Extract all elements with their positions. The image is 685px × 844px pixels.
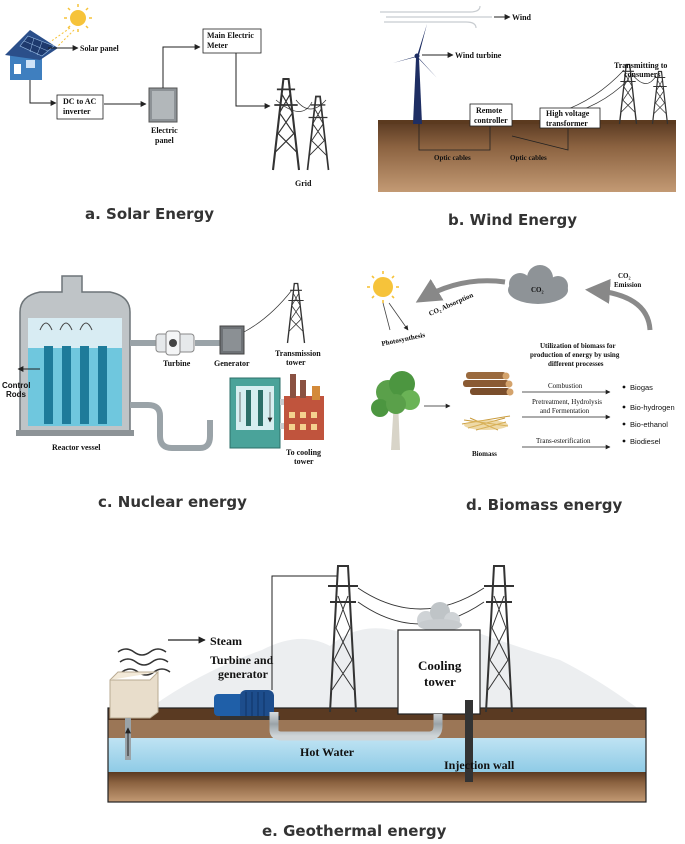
meter-label-2: Meter (207, 41, 228, 50)
product-biodiesel: Biodiesel (630, 437, 661, 446)
transmitting-label-1: Transmitting to (614, 61, 667, 70)
transformer-box (539, 107, 601, 129)
wind-caption: b. Wind Energy (448, 211, 577, 229)
remote-label-1: Remote (476, 106, 503, 115)
injection-well-icon (465, 700, 473, 782)
wind-turbine-icon (393, 24, 437, 124)
solar-panel-label: Solar panel (80, 44, 120, 53)
wind-ground (378, 122, 676, 192)
photosynthesis-label: Photosynthesis (381, 331, 426, 348)
steam-label: Steam (210, 634, 242, 648)
pretreatment-label-2: and Fermentation (540, 407, 590, 415)
pretreatment-label-1: Pretreatment, Hydrolysis (532, 398, 602, 406)
meter-box (202, 28, 262, 54)
geothermal-caption: e. Geothermal energy (262, 822, 447, 840)
control-rods-label-1: Control (2, 381, 30, 390)
wind-gust-icon (380, 5, 492, 29)
transmitting-label-2: consumers (624, 70, 660, 79)
trans-esterification-label: Trans-esterification (536, 437, 591, 445)
cooling-tower-label-2: tower (294, 457, 314, 466)
biomass-products-list: Biogas Bio-hydrogen Bio-ethanol Biodiese… (622, 383, 675, 446)
product-bio-ethanol: Bio-ethanol (630, 420, 668, 429)
geo-hot-water-layer (108, 738, 646, 772)
turbine-generator-icon (214, 690, 280, 720)
meter-label-1: Main Electric (207, 31, 254, 40)
injection-wall-label: Injection wall (444, 758, 515, 772)
transformer-label-1: High voltage (546, 109, 590, 118)
geothermal-section: Steam Turbine and generator (107, 565, 647, 840)
remote-label-2: controller (474, 116, 508, 125)
transmission-tower-label-1: Transmission (275, 349, 321, 358)
factory-icon (284, 374, 324, 440)
wind-label: Wind (512, 13, 532, 22)
transmission-tower-label-2: tower (286, 358, 306, 367)
steam-wave-icon (117, 648, 171, 676)
straw-icon (461, 415, 511, 431)
inverter-label-2: inverter (63, 107, 91, 116)
wellhead-box-icon (109, 670, 159, 719)
geo-steam-cloud-icon (417, 602, 462, 631)
heat-exchanger-icon (229, 377, 281, 449)
control-rods-label-2: Rods (6, 390, 27, 399)
wind-section: Wind Wind turbine Transmitting to consum… (378, 5, 676, 229)
reactor-vessel-label: Reactor vessel (52, 443, 101, 452)
turbine-icon (155, 330, 195, 356)
biomass-label: Biomass (472, 450, 497, 458)
grid-label: Grid (295, 179, 312, 188)
logs-icon (463, 372, 514, 396)
utilization-label-3: different processes (548, 360, 604, 368)
geo-tower-right-icon (484, 565, 514, 713)
cooling-tower-label-1: To cooling (286, 448, 321, 457)
utilization-label-2: production of energy by using (530, 351, 620, 359)
nuclear-caption: c. Nuclear energy (98, 493, 247, 511)
nuclear-transmission-tower-icon (243, 282, 306, 344)
turbine-generator-label-2: generator (218, 667, 269, 681)
generator-icon (219, 325, 245, 355)
remote-box (469, 103, 513, 127)
combustion-label: Combustion (548, 382, 583, 390)
optic-cables-label-1: Optic cables (434, 154, 471, 162)
nuclear-section: Control Rods Reactor vessel Turbine Gene… (2, 275, 324, 511)
cooling-tower-label-1: Cooling (418, 658, 462, 673)
utilization-label-1: Utilization of biomass for (540, 342, 616, 350)
house-icon (5, 30, 58, 80)
turbine-generator-label-1: Turbine and (210, 653, 274, 667)
electric-panel-label-2: panel (155, 136, 174, 145)
grid-towers-icon (271, 77, 330, 172)
inverter-label-1: DC to AC (63, 97, 97, 106)
co2-cloud-label: CO₂ (531, 286, 544, 294)
biomass-sun-icon (367, 271, 399, 303)
tree-icon (371, 371, 420, 450)
product-bio-hydrogen: Bio-hydrogen (630, 403, 675, 412)
generator-label: Generator (214, 359, 250, 368)
product-biogas: Biogas (630, 383, 653, 392)
geo-tower-left-icon (328, 565, 358, 713)
solar-caption: a. Solar Energy (85, 205, 214, 223)
transformer-label-2: transformer (546, 119, 588, 128)
optic-cables-label-2: Optic cables (510, 154, 547, 162)
co2-cloud-icon (508, 265, 568, 304)
hot-water-label: Hot Water (300, 745, 355, 759)
co2-emission-label-1: CO₂ (618, 272, 631, 280)
biomass-caption: d. Biomass energy (466, 496, 623, 514)
electric-panel-icon (148, 87, 178, 123)
sun-icon (49, 4, 92, 47)
cooling-tower-label-2: tower (424, 674, 456, 689)
solar-section: Solar panel DC to AC inverter Electric p… (5, 4, 330, 223)
inverter-box (56, 94, 104, 120)
electric-panel-label-1: Electric (151, 126, 178, 135)
co2-emission-label-2: Emission (614, 281, 641, 289)
biomass-section: Photosynthesis CO₂ CO₂ Absorption CO₂ Em… (367, 265, 675, 514)
turbine-label: Turbine (163, 359, 191, 368)
reactor-vessel-icon (16, 275, 134, 436)
wind-turbine-label: Wind turbine (455, 51, 502, 60)
